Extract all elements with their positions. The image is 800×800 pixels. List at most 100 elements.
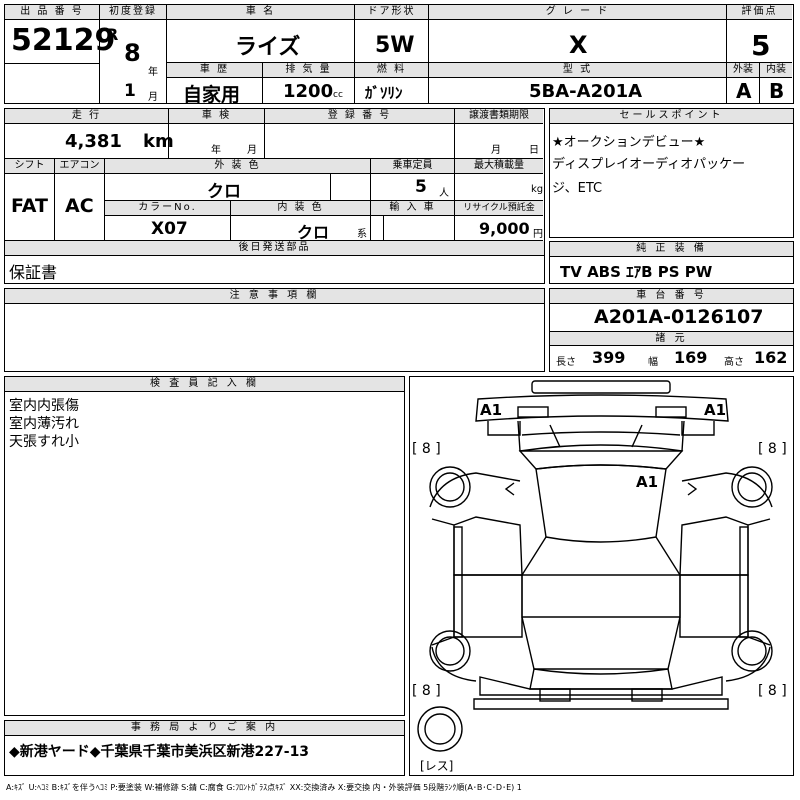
inspection-label: 車 検 [169,109,264,124]
first-reg-label: 初度登録 [100,5,166,20]
import-cell: 輸 入 車 [371,201,455,241]
wheel-front-right [731,466,773,508]
grade-label: グ レ ー ド [429,5,726,20]
selling-label: セールスポイント [550,109,793,124]
insp-month-unit: 月 [247,145,257,156]
length-label: 長さ [556,357,576,368]
door-cell: ドア形状 5W [355,5,429,63]
spec-label: 諸 元 [550,332,793,346]
ext-color-cell: 外 装 色 クロ [105,159,371,202]
damage-legend: A:ｷｽﾞ U:ﾍｺﾐ B:ｷｽﾞを伴うﾍｺﾐ P:要塗装 W:補修跡 S:錆 … [6,783,522,792]
inspector-block: 検 査 員 記 入 欄 室内内張傷 室内薄汚れ 天張すれ小 [4,376,405,716]
selling-line-3: ジ、ETC [552,181,603,196]
interior-label: 内装 [760,63,792,78]
later-parts-label: 後日発送部品 [5,241,544,256]
insp-year-unit: 年 [211,145,221,156]
inspection-cell: 車 検 年 月 [169,109,265,159]
top-info-block: 出 品 番 号 52129 初度登録 R 8 年 1 月 車 名 ライズ ドア形… [4,4,794,106]
lot-blank [5,63,100,103]
office-text: ◆新港ヤード◆千葉県千葉市美浜区新港227-13 [9,744,310,760]
hood [517,420,685,452]
height-label: 高さ [724,357,744,368]
recycle: 9,000 [479,219,530,238]
damage-mark-roof: A1 [636,473,659,491]
tire-tread-front-right: [ 8 ] [758,441,787,457]
selling-point-block: セールスポイント ★オークションデビュー★ ディスプレイオーディオパッケー ジ、… [549,108,794,238]
era: R [106,25,119,44]
displacement: 1200 [283,81,334,102]
tire-tread-rear-left: [ 8 ] [412,683,441,699]
inspector-label: 検 査 員 記 入 欄 [5,377,404,392]
lot-number: 52129 [11,23,116,58]
mileage-cell: 走 行 4,381 km [5,109,174,159]
ext-color-divider [330,174,331,200]
capacity-label: 乗車定員 [371,159,454,174]
door-type: 5W [375,33,415,58]
interior-grade: B [769,79,785,103]
history: 自家用 [183,84,241,106]
model-cell: 型 式 5BA-A201A [429,63,727,103]
notes-label: 注 意 事 項 欄 [5,289,544,304]
width-label: 幅 [648,357,658,368]
ac-label: エアコン [55,159,104,174]
score: 5 [751,29,771,62]
chassis-label: 車 台 番 号 [550,289,793,304]
fuel-label: 燃 料 [355,63,428,78]
left-front-door [453,516,523,576]
recycle-unit: 円 [533,229,543,240]
recycle-cell: リサイクル預託金 9,000 円 [455,201,543,241]
reg-year: 8 [124,39,141,67]
headlight-right [681,421,715,436]
fuel: ｶﾞｿﾘﾝ [365,84,403,102]
right-rear-door [679,574,749,638]
office-label: 事 務 局 よ り ご 案 内 [5,721,404,736]
inspector-line-2: 室内薄汚れ [9,416,79,432]
history-label: 車 歴 [167,63,262,78]
capacity: 5 [415,177,427,197]
mileage: 4,381 [65,131,122,152]
score-label: 評価点 [727,5,792,20]
tailgate [479,676,723,696]
load-unit: kg [531,184,544,195]
fuel-cell: 燃 料 ｶﾞｿﾘﾝ [355,63,429,103]
wheel-front-left [429,466,471,508]
color-no: X07 [151,219,188,239]
recycle-label: リサイクル預託金 [455,201,543,216]
notes-block: 注 意 事 項 欄 [4,288,545,372]
shift: FAT [11,195,48,217]
first-reg-cell: 初度登録 R 8 年 1 月 [100,5,167,103]
interior-cell: 内装 B [760,63,792,103]
car-diagram [417,380,773,752]
front-bumper-top [531,380,671,394]
roof-front [535,464,667,543]
width: 169 [674,348,708,367]
fog-light-left [517,406,549,418]
year-unit: 年 [148,67,158,78]
office-block: 事 務 局 よ り ご 案 内 ◆新港ヤード◆千葉県千葉市美浜区新港227-13 [4,720,405,776]
length: 399 [592,348,626,367]
transfer-day-unit: 日 [529,145,539,156]
shift-cell: シフト FAT [5,159,55,241]
transfer-month-unit: 月 [491,145,501,156]
int-color: クロ [297,223,330,242]
left-rear-door [453,574,523,638]
lot-label: 出 品 番 号 [5,5,99,20]
import-divider [383,216,384,241]
rear-roof [521,616,681,670]
import-label: 輸 入 車 [371,201,454,216]
transfer-label: 譲渡書類期限 [455,109,543,124]
score-cell: 評価点 5 [727,5,792,63]
equipment-value: TV ABS ｴｱB PS PW [560,263,713,281]
ac: AC [65,195,94,217]
car-diagram-block: A1 A1 A1 [ 8 ] [ 8 ] [ 8 ] [ 8 ] [レス] [409,376,794,776]
history-cell: 車 歴 自家用 [167,63,263,106]
rear-bumper [473,698,729,710]
exterior-label: 外装 [727,63,759,78]
car-name-cell: 車 名 ライズ [167,5,355,63]
door-label: ドア形状 [355,5,428,20]
model: 5BA-A201A [529,81,643,102]
month-unit: 月 [148,92,158,103]
exterior-cell: 外装 A [727,63,760,103]
color-no-label: カラーNo. [105,201,230,216]
reg-no-label: 登 録 番 号 [265,109,454,124]
